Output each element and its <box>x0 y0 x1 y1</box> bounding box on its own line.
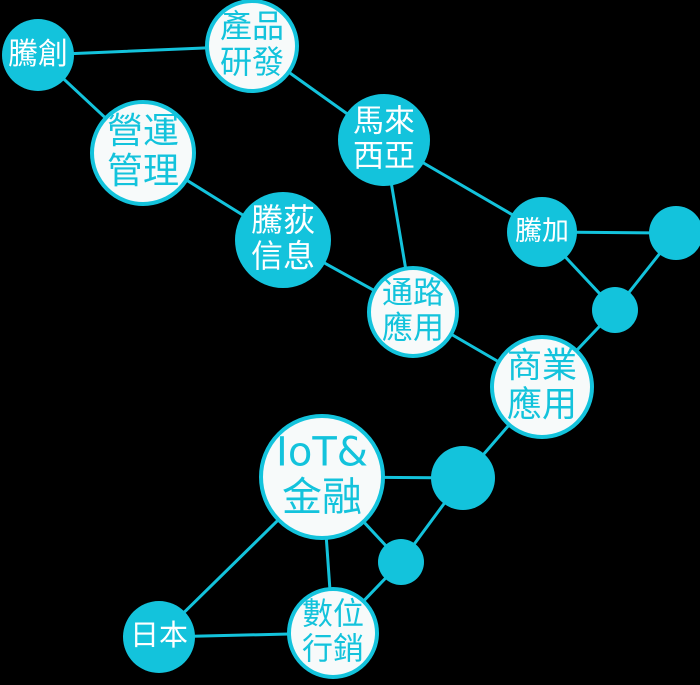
node-circle-operations[interactable] <box>90 100 196 206</box>
node-unnamed-1[interactable] <box>649 206 700 260</box>
node-channel-app[interactable]: 通路應用 <box>367 266 459 358</box>
node-tengdi-info[interactable]: 騰荻信息 <box>235 192 331 288</box>
edge-tengchuang-to-operations <box>61 76 108 120</box>
node-circle-business-app[interactable] <box>490 335 594 439</box>
node-iot-finance[interactable]: IoT&金融 <box>259 414 385 540</box>
edge-tengjia-to-unnamed-1 <box>573 230 653 235</box>
edge-malaysia-to-channel-app <box>389 181 408 271</box>
edge-product-rd-to-malaysia <box>287 70 350 116</box>
node-circle-tengdi-info[interactable] <box>235 192 331 288</box>
edge-business-app-to-unnamed-3 <box>481 423 511 457</box>
node-malaysia[interactable]: 馬來西亞 <box>338 94 430 186</box>
node-unnamed-4[interactable] <box>378 539 424 585</box>
node-operations[interactable]: 營運管理 <box>90 100 196 206</box>
node-unnamed-3[interactable] <box>431 446 495 510</box>
edge-unnamed-2-to-business-app <box>574 323 603 353</box>
node-japan[interactable]: 日本 <box>123 601 195 673</box>
edge-unnamed-1-to-unnamed-2 <box>626 251 662 296</box>
node-circle-unnamed-1[interactable] <box>649 206 700 260</box>
edge-unnamed-4-to-digital-mkt <box>361 575 388 603</box>
node-digital-mkt[interactable]: 數位行銷 <box>287 587 379 679</box>
edge-operations-to-tengdi-info <box>184 178 246 218</box>
edge-malaysia-to-tengjia <box>420 160 515 217</box>
edge-iot-finance-to-unnamed-4 <box>362 520 389 549</box>
node-circle-tengchuang[interactable] <box>2 19 74 91</box>
edge-tengchuang-to-product-rd <box>70 46 209 56</box>
node-circle-unnamed-2[interactable] <box>592 287 638 333</box>
node-business-app[interactable]: 商業應用 <box>490 335 594 439</box>
edge-channel-app-to-business-app <box>449 332 501 364</box>
edge-unnamed-3-to-unnamed-4 <box>411 500 447 547</box>
node-circle-malaysia[interactable] <box>338 94 430 186</box>
node-circle-channel-app[interactable] <box>367 266 459 358</box>
node-circle-unnamed-4[interactable] <box>378 539 424 585</box>
node-tengjia[interactable]: 騰加 <box>507 197 577 267</box>
node-circle-product-rd[interactable] <box>205 0 299 93</box>
node-circle-iot-finance[interactable] <box>259 414 385 540</box>
edge-tengdi-info-to-channel-app <box>321 260 377 293</box>
node-unnamed-2[interactable] <box>592 287 638 333</box>
edge-japan-to-digital-mkt <box>191 632 291 638</box>
node-circle-tengjia[interactable] <box>507 197 577 267</box>
edge-iot-finance-to-digital-mkt <box>324 536 332 591</box>
node-product-rd[interactable]: 產品研發 <box>205 0 299 93</box>
node-circle-unnamed-3[interactable] <box>431 446 495 510</box>
edge-layer <box>61 46 662 638</box>
node-circle-japan[interactable] <box>123 601 195 673</box>
edge-tengjia-to-unnamed-2 <box>563 254 603 297</box>
node-circle-digital-mkt[interactable] <box>287 587 379 679</box>
node-tengchuang[interactable]: 騰創 <box>2 19 74 91</box>
edge-iot-finance-to-japan <box>181 518 280 615</box>
